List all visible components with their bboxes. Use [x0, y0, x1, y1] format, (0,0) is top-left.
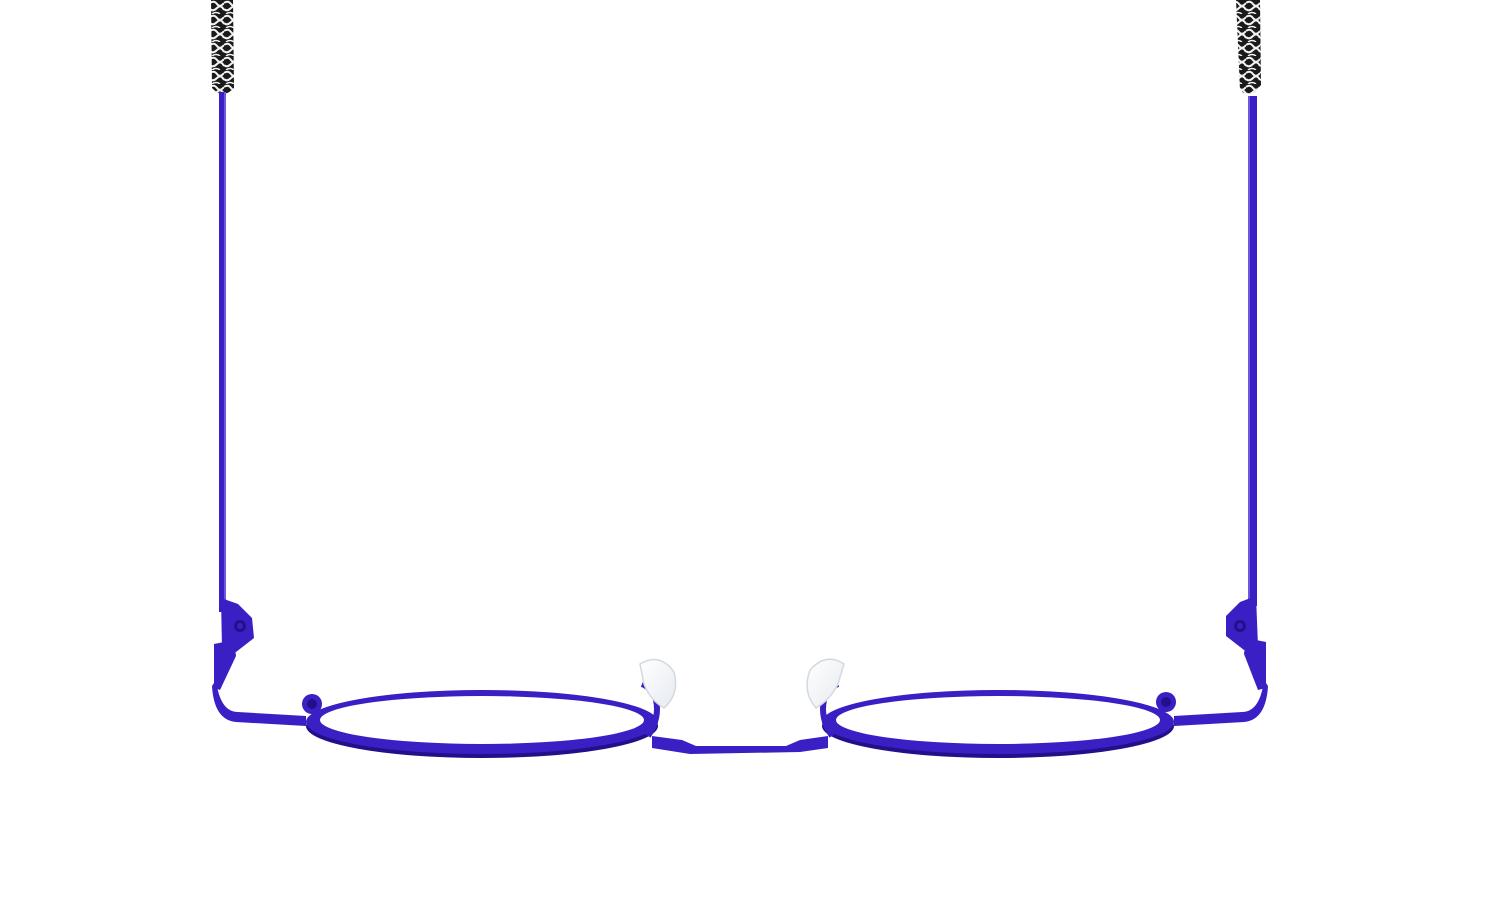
right-temple-tip: [1236, 0, 1261, 95]
left-rim: [306, 690, 658, 758]
right-end-piece: [1174, 680, 1268, 726]
right-temple-arm: [1250, 96, 1257, 606]
bridge: [652, 736, 828, 754]
right-hinge: [1226, 596, 1266, 690]
left-end-piece: [212, 680, 306, 726]
left-hinge: [214, 598, 254, 690]
left-temple-tip: [211, 0, 234, 94]
left-temple-arm: [219, 92, 225, 612]
right-temple: [1236, 0, 1261, 606]
right-rim: [822, 690, 1174, 758]
left-nose-pad: [639, 658, 677, 709]
right-nose-pad: [806, 658, 845, 709]
left-temple: [211, 0, 234, 612]
